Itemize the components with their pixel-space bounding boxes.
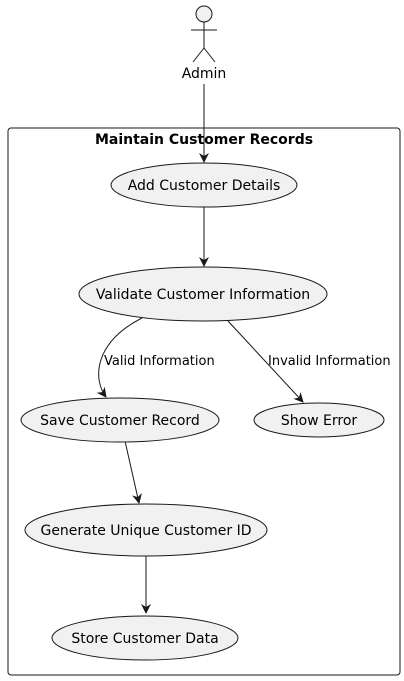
usecase-save-customer-record[interactable]: Save Customer Record — [20, 397, 220, 443]
edge-validate-to-error — [227, 320, 304, 403]
usecase-label: Validate Customer Information — [96, 287, 310, 303]
usecase-label: Save Customer Record — [40, 413, 200, 429]
usecase-validate-customer-information[interactable]: Validate Customer Information — [78, 266, 328, 322]
usecase-label: Show Error — [281, 413, 358, 429]
usecase-label: Generate Unique Customer ID — [40, 523, 251, 539]
stick-figure-icon — [191, 5, 217, 63]
actor-label: Admin — [182, 66, 227, 82]
edge-label-invalid: Invalid Information — [268, 354, 391, 369]
usecase-store-customer-data[interactable]: Store Customer Data — [51, 615, 239, 661]
usecase-add-customer-details[interactable]: Add Customer Details — [110, 162, 298, 208]
edge-save-to-generate — [124, 440, 142, 504]
usecase-label: Add Customer Details — [128, 178, 281, 194]
edge-label-valid: Valid Information — [104, 354, 215, 369]
actor-admin[interactable]: Admin — [182, 5, 227, 82]
usecase-label: Store Customer Data — [71, 631, 218, 647]
edge-validate-to-save — [96, 317, 143, 398]
usecase-show-error[interactable]: Show Error — [253, 402, 385, 438]
edges — [96, 84, 304, 614]
usecase-generate-unique-customer-id[interactable]: Generate Unique Customer ID — [24, 503, 268, 557]
